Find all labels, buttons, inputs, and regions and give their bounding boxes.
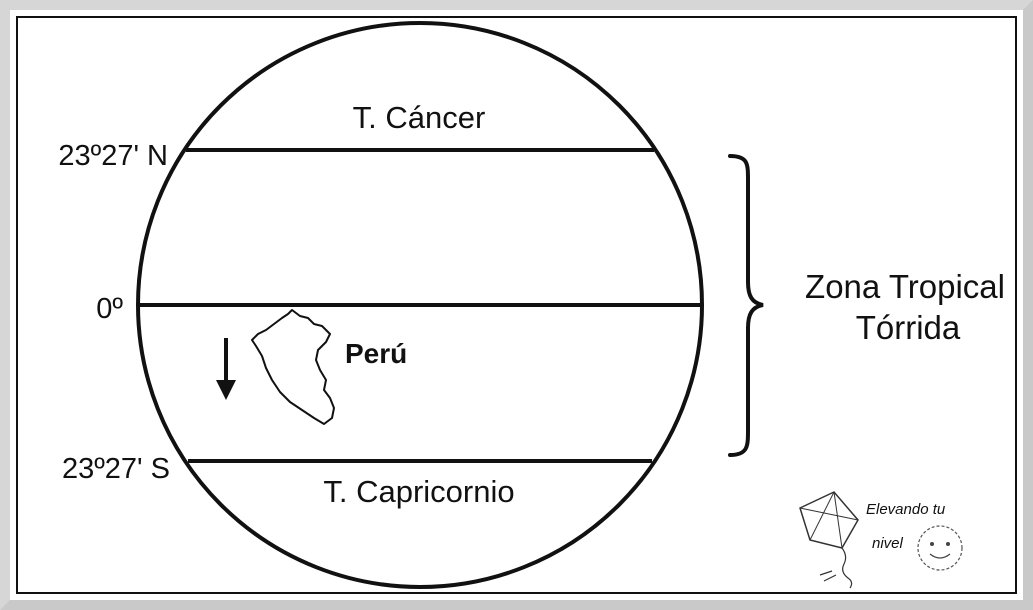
kite-signature-logo: Elevando tu nivel xyxy=(799,491,963,589)
latitude-south-label: 23º27' S xyxy=(62,453,170,485)
peru-map-shape xyxy=(251,309,335,425)
latitude-north-label: 23º27' N xyxy=(58,140,168,172)
globe-circle xyxy=(136,21,704,589)
country-label: Perú xyxy=(345,338,407,369)
signature-text-line1: Elevando tu xyxy=(866,501,946,518)
tropic-capricorn-label: T. Capricornio xyxy=(323,474,514,509)
zone-label-line1: Zona Tropical xyxy=(805,268,1005,305)
tropic-cancer-label: T. Cáncer xyxy=(353,100,486,135)
signature-text-line2: nivel xyxy=(872,535,904,552)
zone-curly-brace xyxy=(728,154,764,457)
down-arrow-icon xyxy=(216,338,236,400)
equator-label: 0º xyxy=(96,293,123,325)
zone-label-line2: Tórrida xyxy=(856,309,961,346)
